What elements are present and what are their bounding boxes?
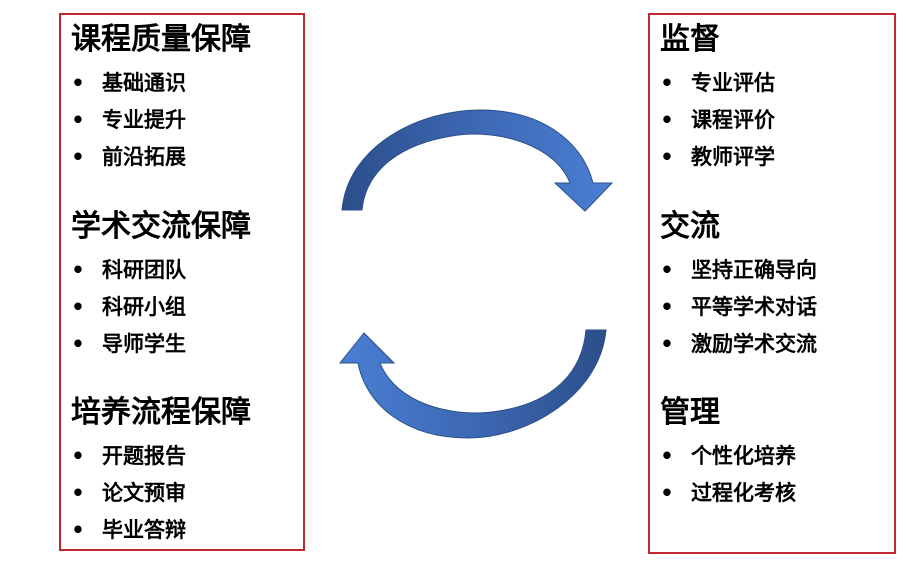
bottom-cycle-arrow bbox=[338, 329, 607, 439]
list-item: • 毕业答辩 bbox=[61, 514, 303, 546]
cycle-arrows-diagram bbox=[338, 109, 614, 439]
list-item: • 教师评学 bbox=[650, 141, 894, 173]
list-item: • 过程化考核 bbox=[650, 477, 894, 509]
bullet-icon: • bbox=[71, 108, 85, 132]
left-panel: 课程质量保障 • 基础通识 • 专业提升 • 前沿拓展学术交流保障 • 科研团队 • 科研小组 • 导师… bbox=[59, 13, 305, 551]
list-item: • 论文预审 bbox=[61, 477, 303, 509]
list-item: • 科研小组 bbox=[61, 291, 303, 323]
list-item: • 前沿拓展 bbox=[61, 141, 303, 173]
list-item-label: 教师评学 bbox=[691, 145, 775, 169]
list-item: • 个性化培养 bbox=[650, 440, 894, 472]
list-item-label: 平等学术对话 bbox=[691, 295, 817, 319]
bullet-icon: • bbox=[71, 145, 85, 169]
list-item-label: 论文预审 bbox=[102, 481, 186, 505]
list-item: • 平等学术对话 bbox=[650, 291, 894, 323]
list-item: • 激励学术交流 bbox=[650, 328, 894, 360]
bullet-icon: • bbox=[660, 481, 674, 505]
top-cycle-arrow bbox=[341, 109, 614, 212]
section-title: 培养流程保障 bbox=[71, 395, 251, 430]
list-item: • 专业评估 bbox=[650, 67, 894, 99]
list-item-label: 课程评价 bbox=[691, 108, 775, 132]
section-title: 监督 bbox=[660, 22, 720, 57]
bullet-icon: • bbox=[660, 108, 674, 132]
section-title: 学术交流保障 bbox=[71, 209, 251, 244]
list-item: • 坚持正确导向 bbox=[650, 254, 894, 286]
bullet-icon: • bbox=[71, 481, 85, 505]
list-item-label: 个性化培养 bbox=[691, 444, 796, 468]
section-title: 交流 bbox=[660, 209, 720, 244]
list-item-label: 坚持正确导向 bbox=[691, 258, 817, 282]
list-item-label: 专业提升 bbox=[102, 108, 186, 132]
bullet-icon: • bbox=[71, 332, 85, 356]
bullet-icon: • bbox=[71, 258, 85, 282]
bullet-icon: • bbox=[660, 444, 674, 468]
bullet-icon: • bbox=[660, 258, 674, 282]
list-item-label: 专业评估 bbox=[691, 71, 775, 95]
list-item-label: 科研小组 bbox=[102, 295, 186, 319]
list-item-label: 基础通识 bbox=[102, 71, 186, 95]
right-panel: 监督 • 专业评估 • 课程评价 • 教师评学交流 • 坚持正确导向 • 平等学术对话 • 激励学术交流… bbox=[648, 13, 896, 554]
section-title: 管理 bbox=[660, 395, 720, 430]
list-item-label: 导师学生 bbox=[102, 332, 186, 356]
bullet-icon: • bbox=[660, 332, 674, 356]
list-item-label: 激励学术交流 bbox=[691, 332, 817, 356]
list-item-label: 科研团队 bbox=[102, 258, 186, 282]
bullet-icon: • bbox=[660, 71, 674, 95]
list-item: • 课程评价 bbox=[650, 104, 894, 136]
list-item: • 开题报告 bbox=[61, 440, 303, 472]
bullet-icon: • bbox=[660, 145, 674, 169]
bullet-icon: • bbox=[71, 518, 85, 542]
list-item-label: 前沿拓展 bbox=[102, 145, 186, 169]
bullet-icon: • bbox=[660, 295, 674, 319]
list-item: • 基础通识 bbox=[61, 67, 303, 99]
list-item: • 专业提升 bbox=[61, 104, 303, 136]
list-item: • 导师学生 bbox=[61, 328, 303, 360]
bullet-icon: • bbox=[71, 444, 85, 468]
list-item-label: 开题报告 bbox=[102, 444, 186, 468]
bullet-icon: • bbox=[71, 71, 85, 95]
bullet-icon: • bbox=[71, 295, 85, 319]
section-title: 课程质量保障 bbox=[71, 22, 251, 57]
list-item-label: 毕业答辩 bbox=[102, 518, 186, 542]
list-item-label: 过程化考核 bbox=[691, 481, 796, 505]
list-item: • 科研团队 bbox=[61, 254, 303, 286]
